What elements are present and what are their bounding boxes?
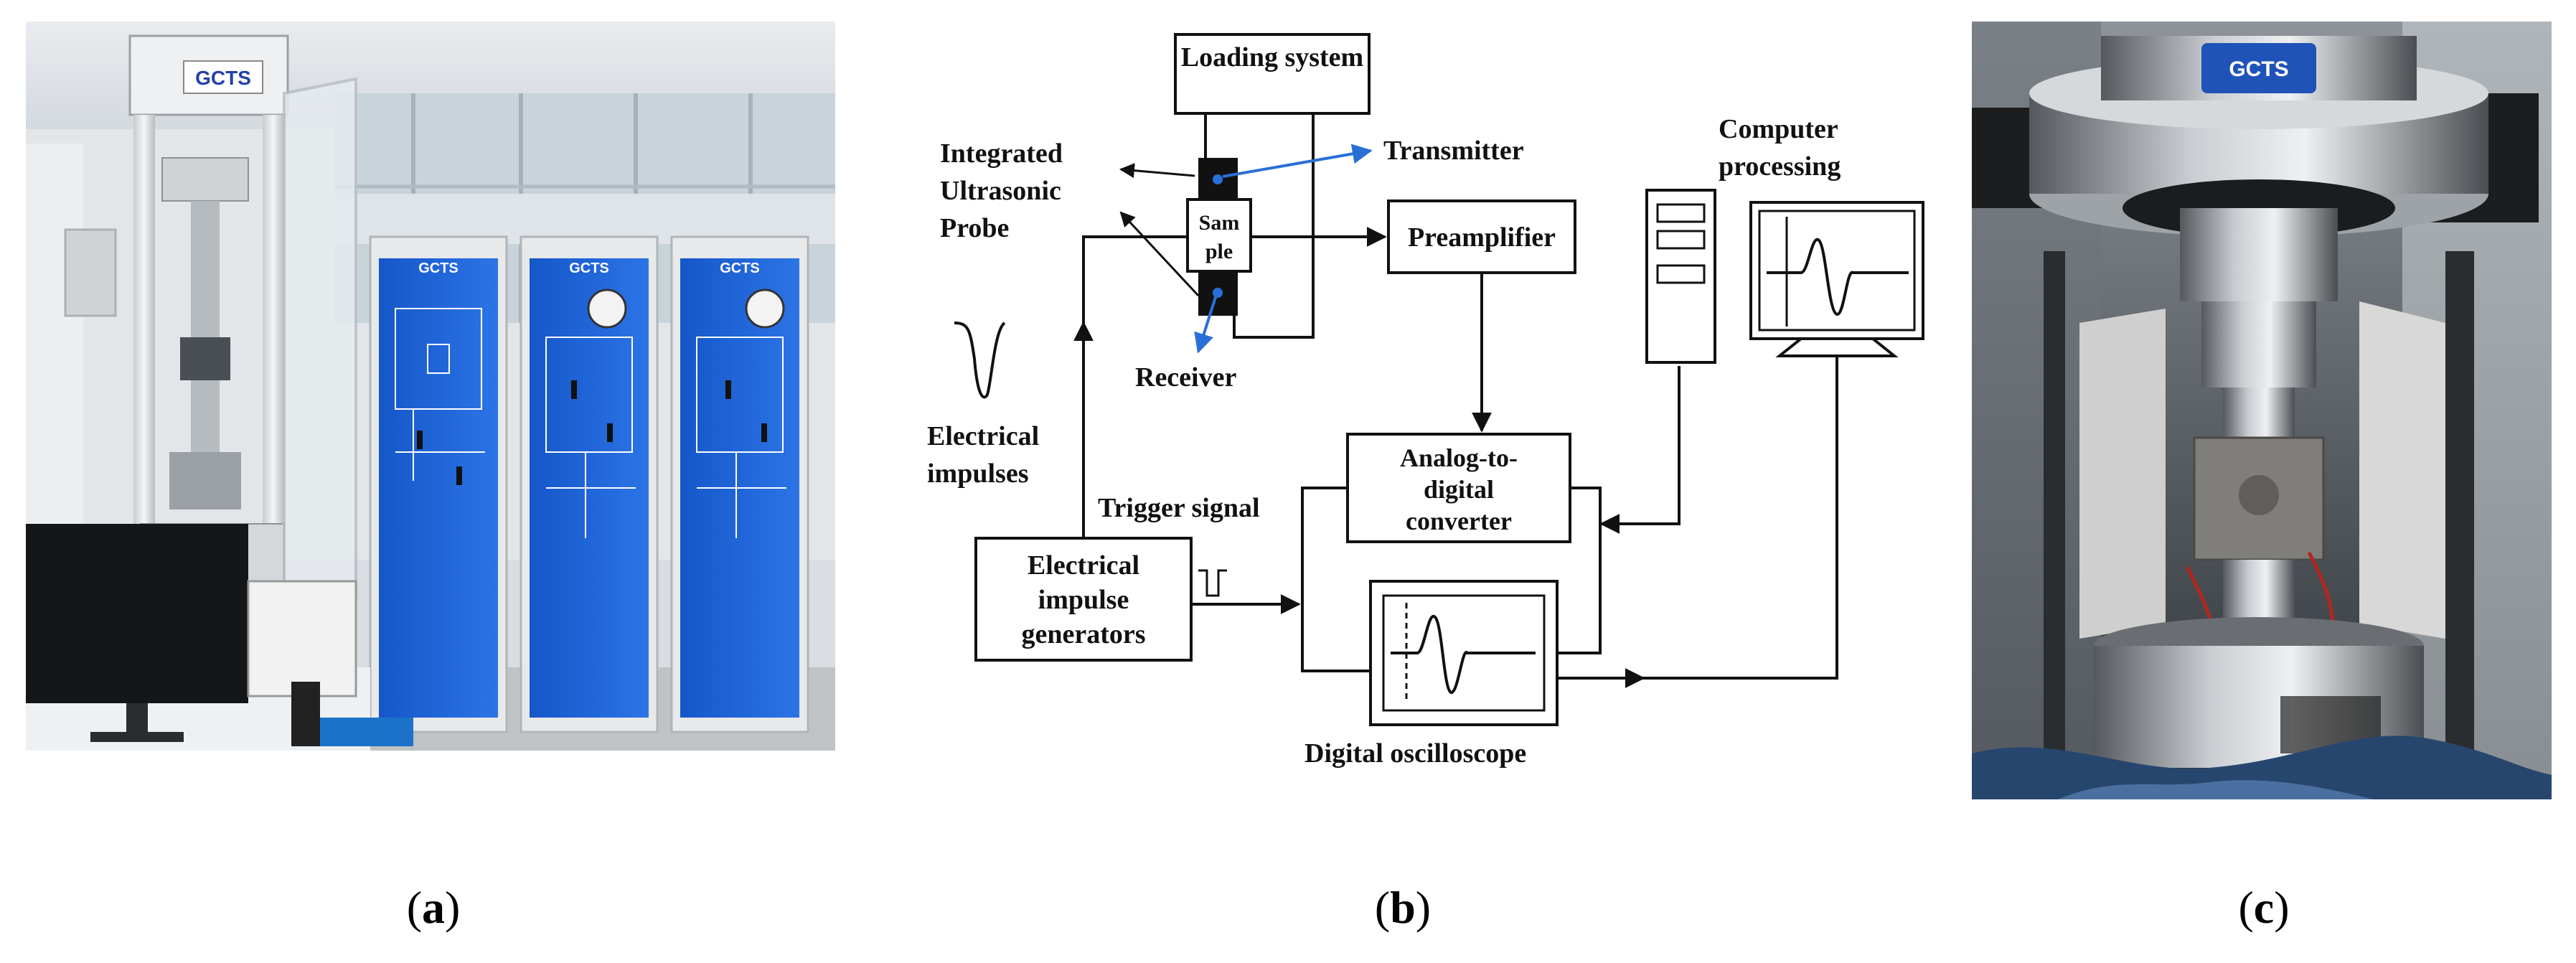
scope-waveform-icon	[1391, 614, 1536, 695]
monitor-icon	[26, 524, 248, 703]
sample-specimen	[2193, 436, 2325, 561]
computer-processing-group: Computer processing	[1715, 22, 1930, 739]
adc-block: Analog-to- digital converter	[1346, 433, 1571, 543]
computer-tower-icon	[1645, 189, 1716, 364]
computer-monitor-icon	[1749, 201, 1924, 357]
transmitter-label: Transmitter	[1383, 136, 1524, 166]
computer-label-line2: processing	[1719, 151, 1841, 182]
impulse-waveform-icon	[954, 321, 1006, 399]
transmitter-arrow	[1222, 144, 1373, 178]
computer-desk	[26, 524, 413, 751]
generator-label-line2: impulse	[1038, 585, 1129, 615]
caption-c: (c)	[2238, 882, 2290, 933]
caption-a-letter: a	[422, 882, 445, 933]
lab-scene: GCTS GCTS	[26, 22, 835, 751]
electrical-impulses-label-line2: impulses	[927, 459, 1028, 489]
impulse-generator-block: Electrical impulse generators	[974, 537, 1193, 662]
generator-label-line3: generators	[1021, 619, 1145, 649]
control-cabinet-3: GCTS	[670, 235, 809, 733]
caption-c-letter: c	[2253, 882, 2275, 933]
caption-b-letter: b	[1390, 882, 1416, 933]
control-cabinet-2: GCTS	[520, 235, 659, 733]
oscilloscope-label: Digital oscilloscope	[1305, 738, 1526, 769]
machine-brand-logo: GCTS	[195, 67, 251, 89]
cabinet-1-logo: GCTS	[418, 260, 459, 276]
photo-lab-equipment: GCTS GCTS	[26, 22, 835, 751]
pressure-gauge-icon	[745, 288, 785, 329]
impulse-feed-line	[1082, 235, 1188, 538]
generator-label-line1: Electrical	[1028, 550, 1139, 581]
trigger-signal-label: Trigger signal	[1098, 493, 1260, 523]
chamber-scene: GCTS	[1972, 22, 2552, 799]
diagram-svg: Loading system Sam ple Transmitter Recei…	[927, 33, 1823, 769]
frame-line	[1233, 113, 1315, 339]
cabinet-2-logo: GCTS	[569, 260, 609, 276]
loading-system-block: Loading system	[1174, 33, 1371, 115]
adc-label-line2: digital	[1424, 475, 1494, 504]
preamplifier-block: Preamplifier	[1387, 199, 1576, 274]
probe-label-line2: Ultrasonic	[940, 176, 1061, 206]
sample-label-line1: Sam	[1199, 211, 1240, 235]
electrical-impulses-label-line1: Electrical	[927, 421, 1039, 451]
control-cabinet-1: GCTS	[369, 235, 508, 733]
probe-label-line3: Probe	[940, 213, 1009, 243]
pressure-gauge-icon	[587, 288, 627, 329]
adc-label-line1: Analog-to-	[1400, 443, 1518, 472]
probe-label-line1: Integrated	[940, 138, 1063, 169]
caption-b: (b)	[1374, 882, 1432, 933]
testing-machine: GCTS	[128, 34, 357, 631]
preamplifier-label: Preamplifier	[1408, 222, 1556, 253]
oscilloscope-block	[1369, 580, 1559, 726]
adc-label-line3: converter	[1406, 507, 1512, 535]
receiver-arrow	[1194, 296, 1217, 354]
caption-a: (a)	[406, 882, 461, 933]
photo-sample-chamber: GCTS	[1972, 22, 2552, 799]
chamber-brand-logo: GCTS	[2229, 57, 2288, 81]
sample-label-line2: ple	[1205, 240, 1233, 263]
brand-plate	[2201, 43, 2316, 93]
computer-label-line1: Computer	[1719, 114, 1838, 144]
cabinet-3-logo: GCTS	[720, 260, 760, 276]
loading-system-label: Loading system	[1181, 42, 1363, 72]
block-diagram: Loading system Sam ple Transmitter Recei…	[911, 22, 1823, 782]
computer-monitor-svg: Computer processing	[1715, 114, 1924, 680]
trigger-pulse-icon	[1198, 569, 1227, 597]
receiver-label: Receiver	[1135, 362, 1236, 393]
